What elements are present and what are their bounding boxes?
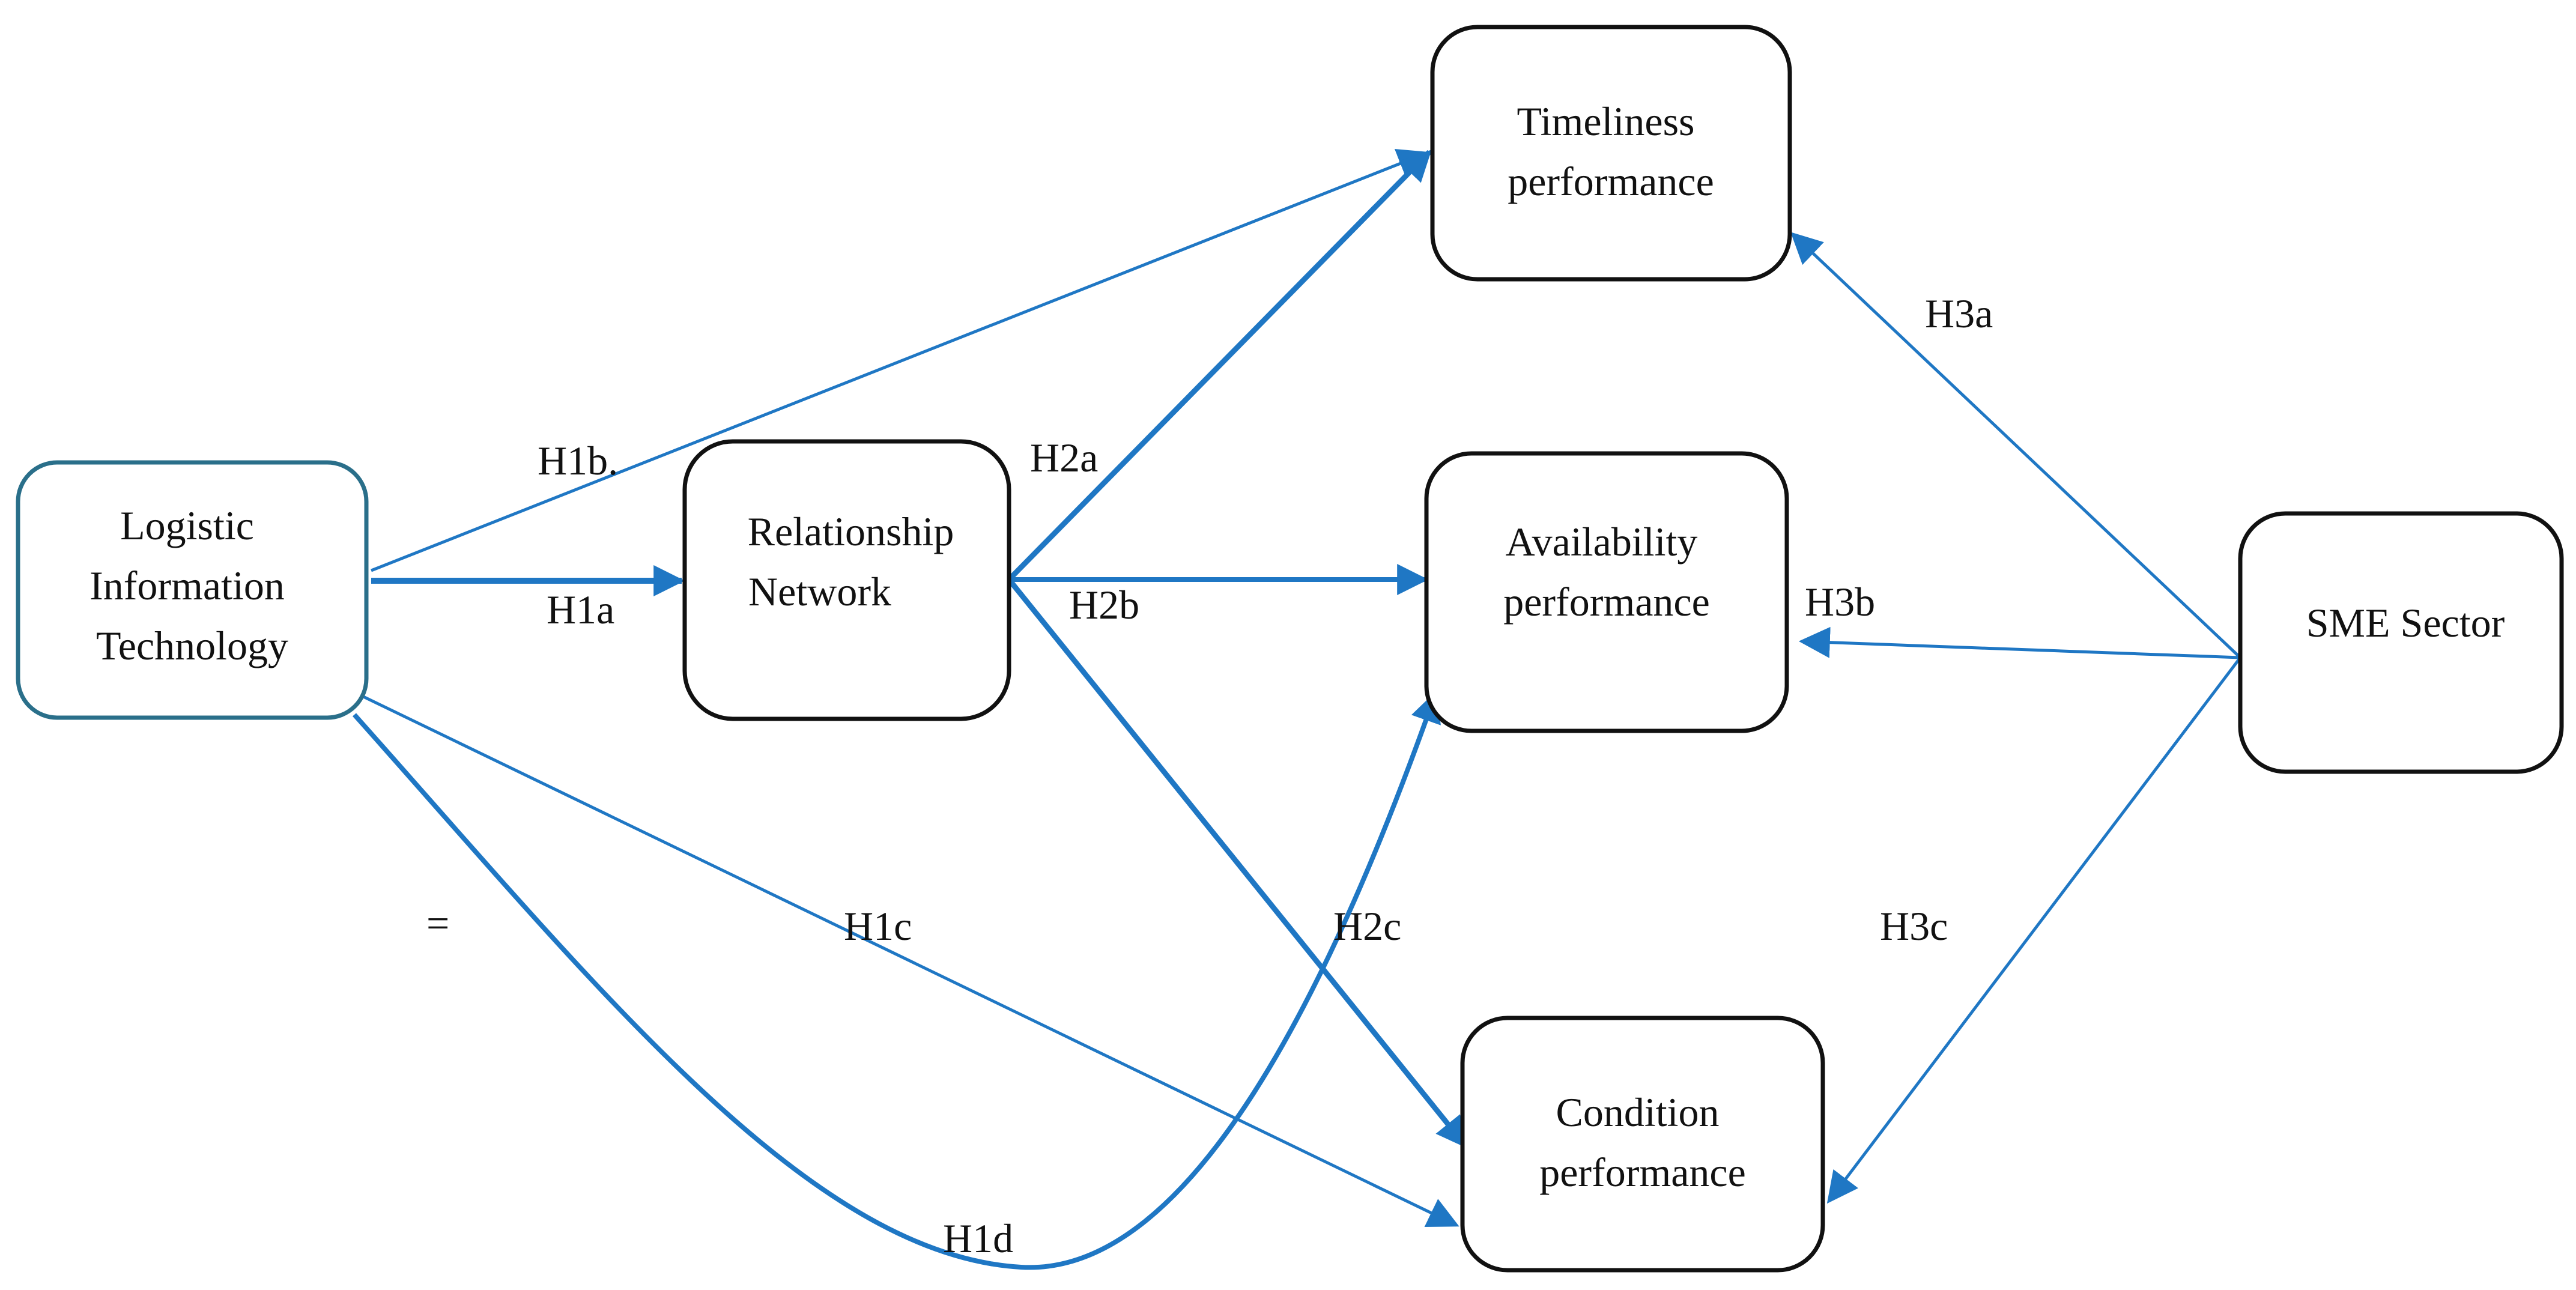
label-h2a: H2a	[1030, 435, 1098, 480]
label-h3b: H3b	[1805, 579, 1875, 625]
node-box	[1460, 1016, 1825, 1273]
edge-labels: H1b. H1a H1c H1d H2a H2b H2c H3a H3b H3c…	[426, 291, 1993, 1261]
label-h1b: H1b.	[538, 438, 618, 483]
node-label: Relationship Network	[748, 509, 965, 614]
node-label: Timeliness performance	[1508, 98, 1714, 204]
edge-h2c	[1007, 578, 1468, 1149]
node-box	[682, 439, 1011, 721]
edge-h3c	[1826, 656, 2241, 1204]
edge-h1d	[353, 691, 1441, 1270]
node-box	[1430, 25, 1792, 282]
node-logistic-information-technology: Logistic Information Technology	[16, 460, 369, 720]
label-h1c: H1c	[844, 903, 912, 949]
node-label: SME Sector	[2306, 600, 2505, 646]
node-box	[16, 460, 369, 720]
edge-h1b	[371, 149, 1429, 572]
node-timeliness-performance: Timeliness performance	[1430, 25, 1792, 282]
edge-h2a	[1007, 150, 1432, 582]
node-relationship-network: Relationship Network	[682, 439, 1011, 721]
label-h3c: H3c	[1880, 903, 1948, 949]
edge-h3b	[1798, 626, 2241, 659]
label-stray-equals: =	[426, 900, 449, 946]
node-label: Condition performance	[1539, 1089, 1746, 1195]
edges	[353, 149, 2241, 1270]
edge-h3a	[1790, 232, 2241, 659]
node-box	[2238, 511, 2564, 774]
node-sme-sector: SME Sector	[2238, 511, 2564, 774]
label-h1a: H1a	[547, 587, 614, 632]
label-h1d: H1d	[943, 1216, 1013, 1261]
node-condition-performance: Condition performance	[1460, 1016, 1825, 1273]
label-h2b: H2b	[1069, 582, 1139, 628]
label-h2c: H2c	[1333, 903, 1401, 949]
label-h3a: H3a	[1925, 291, 1993, 336]
node-box	[1424, 451, 1789, 733]
node-availability-performance: Availability performance	[1424, 451, 1789, 733]
node-label: Availability performance	[1503, 519, 1710, 625]
edge-h1c	[362, 695, 1459, 1228]
node-label: Logistic Information Technology	[89, 503, 295, 668]
